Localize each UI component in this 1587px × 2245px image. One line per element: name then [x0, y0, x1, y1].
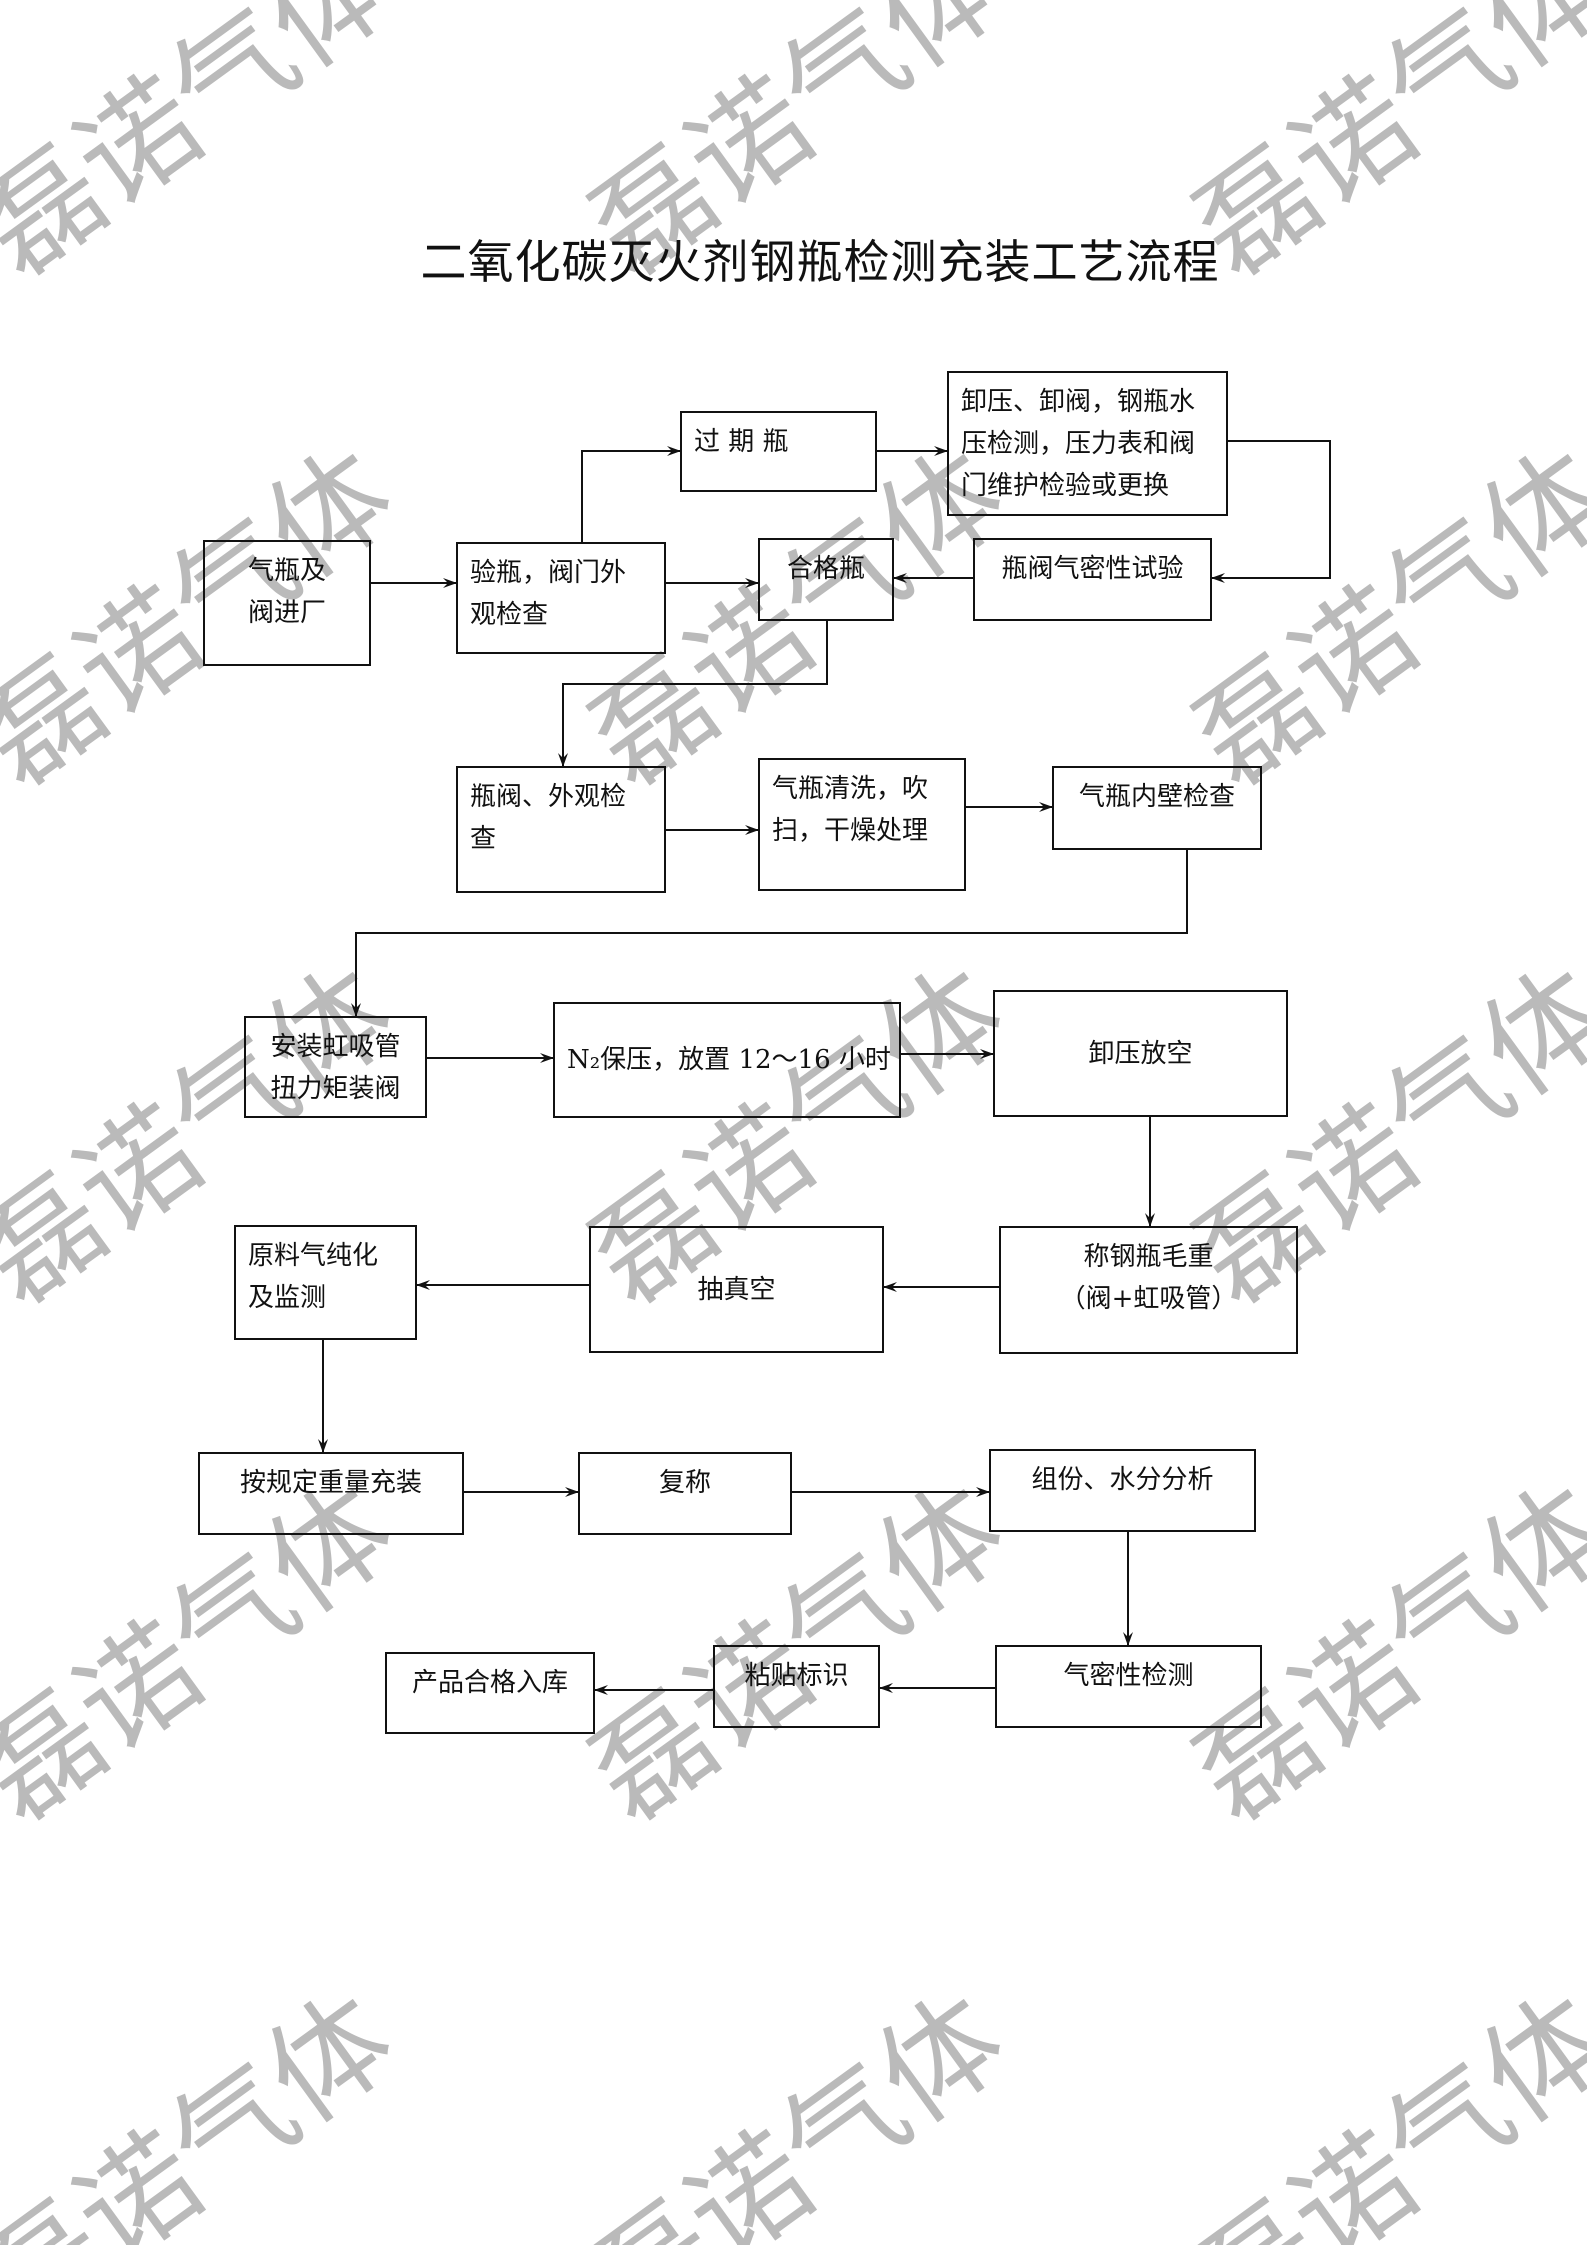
step-label-line: 称钢瓶毛重 [1083, 1242, 1214, 1272]
step-box-leak-check: 气密性检测 [995, 1645, 1262, 1728]
step-label-line: 复称 [658, 1468, 711, 1498]
step-label-line: 原料气纯化 [248, 1241, 379, 1271]
step-label-line: 验瓶，阀门外 [470, 558, 627, 588]
step-box-depressurize: 卸压放空 [993, 990, 1288, 1117]
step-label-line: 卸压、卸阀，钢瓶水 [961, 387, 1196, 417]
step-label-line: 压检测，压力表和阀 [961, 429, 1196, 459]
step-label-line: 气瓶及 [247, 556, 326, 586]
step-label-line: 及监测 [248, 1283, 327, 1313]
step-box-store: 产品合格入库 [385, 1652, 595, 1734]
step-label-line: 合格瓶 [786, 554, 865, 584]
arrow-innerwall-siphon [351, 850, 1188, 1017]
step-label-line: 阀进厂 [247, 598, 326, 628]
step-label-line: （阀+虹吸管） [1059, 1284, 1238, 1314]
step-label-line: 气瓶清洗，吹 [772, 774, 929, 804]
step-box-inner-wall: 气瓶内壁检查 [1052, 766, 1262, 850]
step-box-fill: 按规定重量充装 [198, 1452, 464, 1535]
step-box-valve-leak-test: 瓶阀气密性试验 [973, 538, 1212, 621]
step-box-expired: 过 期 瓶 [680, 411, 877, 492]
step-label-line: 过 期 瓶 [694, 427, 789, 457]
step-box-tare-weigh: 称钢瓶毛重 （阀+虹吸管） [999, 1226, 1298, 1354]
step-label-line: 粘贴标识 [744, 1661, 849, 1691]
step-box-vacuum: 抽真空 [589, 1226, 884, 1353]
arrow-inspect-expired [581, 446, 681, 542]
step-box-repair: 卸压、卸阀，钢瓶水压检测，压力表和阀门维护检验或更换 [947, 371, 1228, 516]
step-label-line: 观检查 [470, 600, 549, 630]
step-label-line: 门维护检验或更换 [961, 471, 1170, 501]
step-label-line: 气瓶内壁检查 [1078, 782, 1235, 812]
step-box-purify: 原料气纯化及监测 [234, 1225, 417, 1340]
step-label-line: 抽真空 [697, 1274, 776, 1305]
step-box-clean: 气瓶清洗，吹扫，干燥处理 [758, 758, 966, 891]
step-label-line: 卸压放空 [1088, 1038, 1193, 1069]
step-label-line: 安装虹吸管 [270, 1032, 401, 1062]
step-box-inspect: 验瓶，阀门外观检查 [456, 542, 666, 654]
step-label-line: 瓶阀、外观检 [470, 782, 627, 812]
step-label-line: 查 [470, 824, 497, 854]
step-box-reweigh: 复称 [578, 1452, 792, 1535]
step-label-line: 按规定重量充装 [239, 1468, 422, 1498]
step-box-install-siphon: 安装虹吸管扭力矩装阀 [244, 1016, 427, 1118]
step-box-label: 粘贴标识 [713, 1645, 880, 1728]
step-label-line: 扭力矩装阀 [270, 1074, 401, 1104]
step-box-valve-visual: 瓶阀、外观检 查 [456, 766, 666, 893]
page-title: 二氧化碳灭火剂钢瓶检测充装工艺流程 [420, 235, 1220, 289]
step-label-line: 扫，干燥处理 [772, 816, 929, 846]
step-label-line: 产品合格入库 [411, 1668, 568, 1698]
arrow-qualified-visual [558, 621, 828, 767]
step-label-line: 气密性检测 [1063, 1661, 1194, 1691]
step-box-n2-hold: N₂保压，放置 12～16 小时 [553, 1002, 901, 1118]
step-box-qualified: 合格瓶 [758, 538, 894, 621]
step-box-arrival: 气瓶及阀进厂 [203, 540, 371, 666]
step-label-line: 组份、水分分析 [1031, 1465, 1214, 1495]
step-label-line: N₂保压，放置 12～16 小时 [567, 1045, 891, 1075]
step-label-line: 瓶阀气密性试验 [1001, 554, 1184, 584]
step-box-analysis: 组份、水分分析 [989, 1449, 1256, 1532]
arrow-repair-valvetest [1211, 440, 1331, 583]
